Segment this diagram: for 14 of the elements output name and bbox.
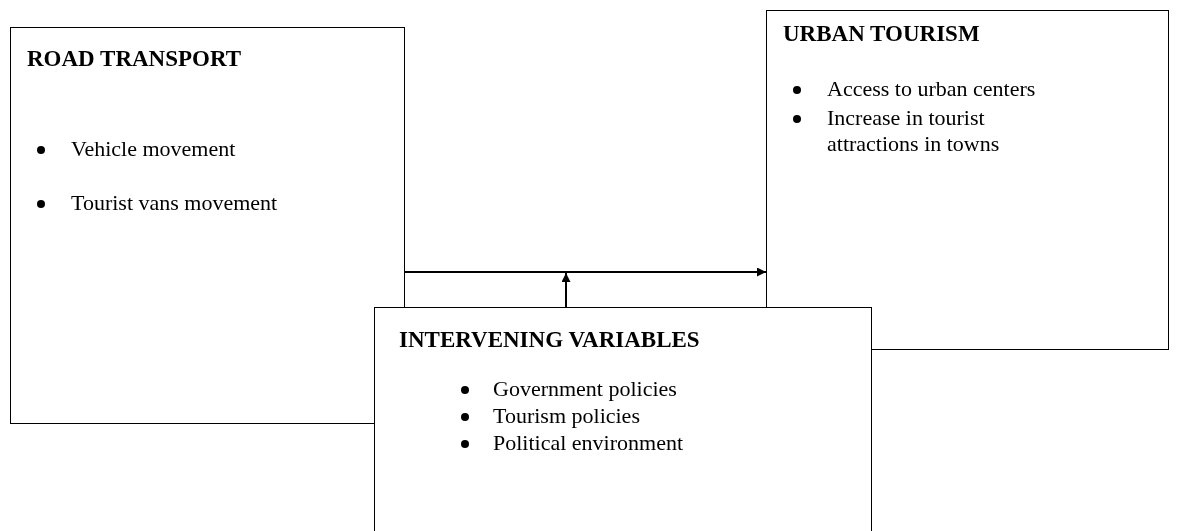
bullet-item: Tourist vans movement [71, 190, 279, 216]
box-heading: ROAD TRANSPORT [27, 46, 242, 72]
bullet-item: Tourism policies [493, 403, 641, 429]
variable-box [766, 10, 1169, 350]
box-heading: URBAN TOURISM [783, 21, 980, 47]
arrow [404, 267, 767, 277]
bullet-item: Vehicle movement [71, 136, 237, 162]
bullet-item: Increase in tourist attractions in towns [827, 105, 1001, 157]
bullet-item: Political environment [493, 430, 685, 456]
arrow [561, 272, 571, 308]
bullet-item: Access to urban centers [827, 76, 1037, 102]
box-heading: INTERVENING VARIABLES [399, 327, 700, 353]
bullet-item: Government policies [493, 376, 678, 402]
variable-box [374, 307, 872, 531]
